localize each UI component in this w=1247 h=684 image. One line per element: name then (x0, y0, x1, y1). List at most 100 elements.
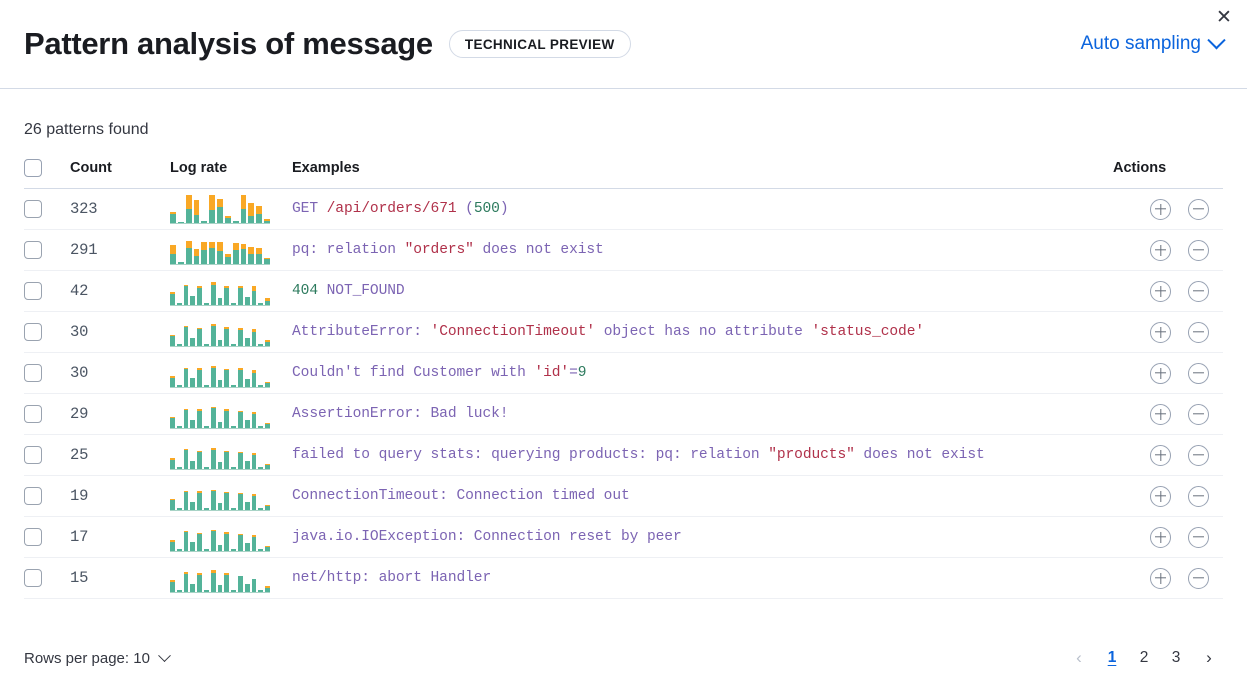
sparkline-bar-orange (251, 494, 257, 497)
minus-circle-icon[interactable] (1188, 526, 1209, 548)
sparkline-bar (183, 449, 189, 469)
example-token-default: net/http: abort Handler (292, 570, 492, 586)
plus-circle-icon[interactable] (1150, 567, 1171, 589)
sparkline-bar (170, 580, 175, 592)
row-select-checkbox[interactable] (24, 445, 42, 464)
minus-circle-icon[interactable] (1188, 567, 1209, 589)
rows-per-page-selector[interactable]: Rows per page: 10 (24, 648, 171, 667)
sparkline-bar-teal (224, 410, 230, 428)
chevron-down-icon (158, 648, 171, 662)
plus-circle-icon[interactable] (1150, 526, 1171, 548)
sparkline-bar-teal (244, 296, 250, 305)
minus-circle-icon[interactable] (1188, 280, 1209, 302)
plus-circle-icon[interactable] (1150, 444, 1171, 466)
sparkline-bar-teal (183, 410, 189, 428)
sparkline-bar-teal (170, 253, 176, 264)
pagination-page-1[interactable]: 1 (1107, 649, 1117, 666)
sparkline-bar-orange (224, 409, 230, 411)
chevron-left-icon[interactable]: ‹ (1076, 648, 1082, 667)
row-select-checkbox[interactable] (24, 568, 42, 587)
sparkline-bar-orange (224, 215, 231, 219)
sparkline-bar (183, 531, 189, 551)
sparkline-bar-teal (176, 467, 182, 469)
log-rate-sparkline (170, 399, 270, 429)
row-select-checkbox[interactable] (24, 240, 42, 259)
plus-circle-icon[interactable] (1150, 198, 1171, 220)
column-header-count: Count (70, 159, 170, 189)
plus-circle-icon[interactable] (1150, 280, 1171, 302)
row-select-checkbox[interactable] (24, 404, 42, 423)
sparkline-bar-teal (176, 590, 182, 592)
minus-circle-icon[interactable] (1188, 321, 1209, 343)
example-text: pq: relation "orders" does not exist (292, 242, 1113, 258)
minus-circle-icon[interactable] (1188, 485, 1209, 507)
auto-sampling-dropdown[interactable]: Auto sampling (1081, 30, 1226, 55)
plus-circle-icon[interactable] (1150, 362, 1171, 384)
minus-circle-icon[interactable] (1188, 403, 1209, 425)
sparkline-bar-teal (177, 221, 184, 223)
sparkline-bar-orange (183, 531, 189, 533)
sparkline-bar-teal (244, 584, 250, 592)
sparkline-bar-orange (251, 370, 257, 373)
sparkline-bar (210, 407, 216, 428)
sparkline-bar (258, 548, 264, 551)
example-text: failed to query stats: querying products… (292, 447, 1113, 463)
example-token-default: Couldn't find Customer with (292, 365, 535, 381)
sparkline-bar-orange (237, 368, 243, 371)
sparkline-bar-teal (185, 209, 192, 223)
sparkline-bar (258, 466, 264, 469)
sparkline-bar (176, 385, 182, 387)
pagination-page-2[interactable]: 2 (1139, 649, 1149, 666)
sparkline-bar (224, 409, 230, 428)
sparkline-bar-teal (210, 572, 216, 592)
sparkline-bar-teal (231, 467, 236, 469)
row-select-checkbox[interactable] (24, 527, 42, 546)
select-all-checkbox[interactable] (24, 159, 42, 177)
row-count: 29 (70, 393, 170, 435)
row-select-checkbox[interactable] (24, 363, 42, 382)
sparkline-bar-teal (224, 287, 230, 305)
sparkline-bar (197, 533, 202, 551)
pagination-page-3[interactable]: 3 (1171, 649, 1181, 666)
sparkline-bar (217, 422, 223, 428)
minus-circle-icon[interactable] (1188, 362, 1209, 384)
sparkline-bar-teal (232, 249, 239, 264)
sparkline-bar-orange (170, 458, 175, 460)
row-actions (1113, 526, 1223, 548)
plus-circle-icon[interactable] (1150, 485, 1171, 507)
sparkline-bar (190, 337, 196, 346)
sparkline-bar-teal (237, 493, 243, 510)
row-select-checkbox[interactable] (24, 281, 42, 300)
sparkline-bar (217, 380, 223, 387)
sparkline-bar-orange (183, 284, 189, 287)
sparkline-bar (210, 489, 216, 510)
close-icon[interactable]: ✕ (1216, 6, 1232, 28)
row-select-checkbox[interactable] (24, 322, 42, 341)
row-select-checkbox[interactable] (24, 199, 42, 218)
sparkline-bar-orange (224, 285, 230, 288)
sparkline-bar-teal (197, 287, 202, 305)
example-text: ConnectionTimeout: Connection timed out (292, 488, 1113, 504)
sparkline-bar (197, 285, 202, 305)
chevron-right-icon[interactable]: › (1206, 648, 1212, 667)
sparkline-bar (197, 368, 202, 387)
sparkline-bar-teal (176, 508, 182, 510)
sparkline-bar-teal (201, 250, 208, 264)
row-count: 291 (70, 229, 170, 271)
sparkline-bar-orange (264, 258, 270, 260)
sparkline-bar-teal (217, 503, 223, 510)
plus-circle-icon[interactable] (1150, 321, 1171, 343)
plus-circle-icon[interactable] (1150, 239, 1171, 261)
column-header-log-rate: Log rate (170, 159, 292, 189)
row-select-checkbox[interactable] (24, 486, 42, 505)
sparkline-bar (176, 549, 182, 551)
example-token-default: ConnectionTimeout: Connection timed out (292, 488, 630, 504)
plus-circle-icon[interactable] (1150, 403, 1171, 425)
minus-circle-icon[interactable] (1188, 198, 1209, 220)
minus-circle-icon[interactable] (1188, 444, 1209, 466)
sparkline-bar-orange (251, 286, 257, 291)
minus-circle-icon[interactable] (1188, 239, 1209, 261)
